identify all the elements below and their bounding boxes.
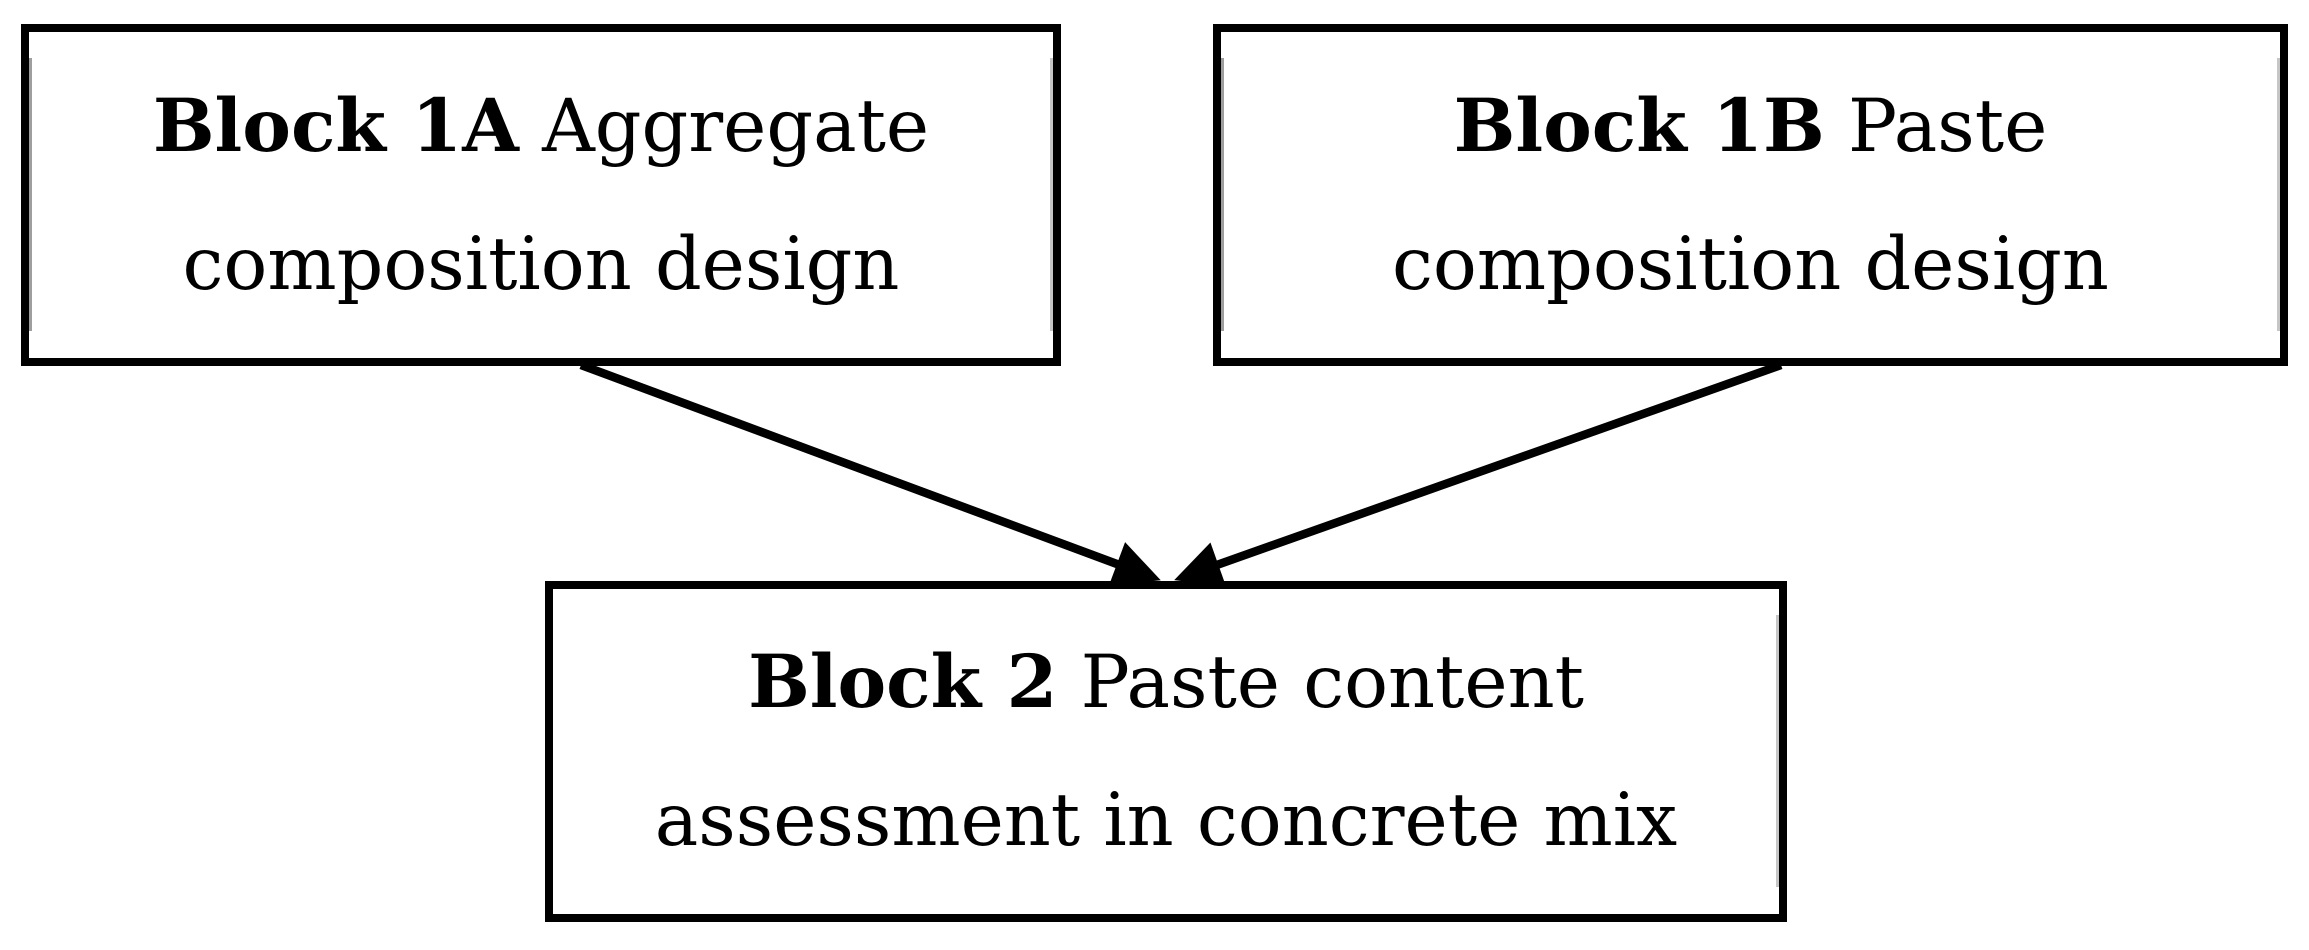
box-block-1b: Block 1B Paste composition design	[1213, 24, 2288, 366]
box-block-1b-line1: Block 1B Paste	[1454, 57, 2048, 196]
box-block-2-line1: Block 2 Paste content	[748, 613, 1584, 752]
box-block-2: Block 2 Paste content assessment in conc…	[545, 581, 1787, 922]
box-block-1a: Block 1A Aggregate composition design	[21, 24, 1061, 366]
box-block-1a-line2: composition design	[182, 221, 900, 307]
box-block-1b-line1-rest: Paste	[1824, 83, 2048, 169]
box-block-2-line2: assessment in concrete mix	[654, 778, 1678, 863]
box-block-2-title: Block 2	[748, 639, 1058, 725]
box-block-1a-line1: Block 1A Aggregate	[153, 57, 929, 196]
box-block-1a-line1-rest: Aggregate	[518, 83, 930, 169]
box-block-2-line1-rest: Paste content	[1057, 640, 1584, 725]
box-block-1a-title: Block 1A	[152, 82, 519, 169]
box-block-1b-line2: composition design	[1392, 221, 2109, 307]
box-block-1b-title: Block 1B	[1453, 82, 1825, 169]
arrow-block-1a-to-block-2	[579, 361, 1161, 586]
arrow-block-1b-to-block-2	[1174, 360, 1783, 587]
